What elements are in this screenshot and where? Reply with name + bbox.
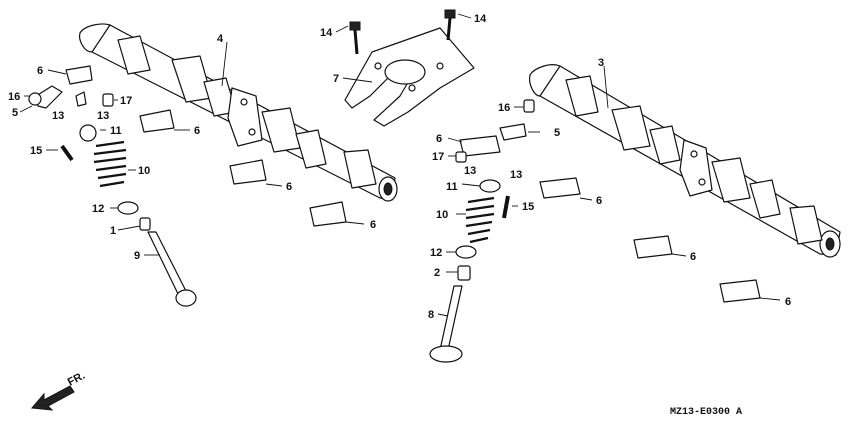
- callout-1: 1: [110, 225, 116, 237]
- callout-13-a: 13: [52, 110, 64, 122]
- left-valve-parts: [28, 65, 347, 307]
- callout-5-left: 5: [12, 107, 18, 119]
- callout-6-g: 6: [690, 251, 696, 263]
- callout-13-d: 13: [510, 169, 522, 181]
- chain-guide-plate: [344, 27, 475, 127]
- callout-3: 3: [598, 57, 604, 69]
- right-valve-parts: [429, 99, 761, 363]
- callout-4: 4: [217, 33, 224, 45]
- camshaft-left: [79, 23, 398, 202]
- callout-6-f: 6: [596, 195, 602, 207]
- callout-2: 2: [434, 267, 440, 279]
- callout-labels: 4 3 7 14 14 6 16 5 13 13 17 11 15 10 12 …: [8, 13, 791, 321]
- callout-9: 9: [134, 250, 140, 262]
- callout-6-c: 6: [286, 181, 292, 193]
- callout-14-left: 14: [320, 27, 333, 39]
- callout-6-b: 6: [194, 125, 200, 137]
- callout-17-right: 17: [432, 151, 444, 163]
- leader-lines: [19, 13, 781, 317]
- callout-8: 8: [428, 309, 434, 321]
- callout-12-left: 12: [92, 203, 104, 215]
- callout-16-left: 16: [8, 91, 20, 103]
- callout-17-left: 17: [120, 95, 132, 107]
- callout-6-e: 6: [436, 133, 442, 145]
- callout-11-left: 11: [110, 125, 122, 137]
- callout-10-left: 10: [138, 165, 150, 177]
- callout-16-right: 16: [498, 102, 510, 114]
- callout-6-a: 6: [37, 65, 43, 77]
- callout-15-left: 15: [30, 145, 42, 157]
- bolt-14-left: [349, 21, 361, 55]
- callout-5-right: 5: [554, 127, 560, 139]
- callout-10-right: 10: [436, 209, 448, 221]
- fr-label: FR.: [66, 370, 87, 389]
- callout-6-d: 6: [370, 219, 376, 231]
- callout-6-h: 6: [785, 296, 791, 308]
- camshaft-right: [529, 64, 841, 258]
- callout-7: 7: [333, 73, 339, 85]
- bolt-14-right: [444, 9, 456, 41]
- callout-11-right: 11: [446, 181, 458, 193]
- callout-12-right: 12: [430, 247, 442, 259]
- callout-13-b: 13: [97, 110, 109, 122]
- callout-14-right: 14: [474, 13, 487, 25]
- callout-13-c: 13: [464, 165, 476, 177]
- front-direction-arrow: FR.: [30, 370, 87, 411]
- diagram-code: MZ13-E0300 A: [670, 407, 742, 418]
- callout-15-right: 15: [522, 201, 534, 213]
